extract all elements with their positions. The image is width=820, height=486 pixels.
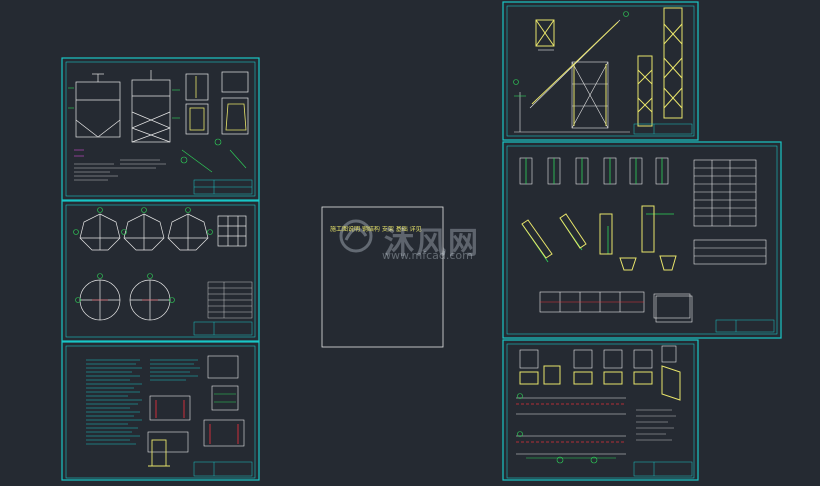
watermark-domain: www.mfcad.com bbox=[382, 249, 473, 262]
sheet-right-middle[interactable] bbox=[502, 141, 782, 339]
sheet-left-top[interactable] bbox=[61, 57, 260, 201]
watermark-brand: 沐风网 bbox=[384, 226, 480, 261]
center-sheet-note: 施工图说明 钢结构 支架 基础 详见 bbox=[330, 226, 422, 233]
sheet-right-top[interactable] bbox=[502, 1, 699, 141]
mf-logo-icon bbox=[339, 219, 373, 253]
sheet-right-bottom[interactable] bbox=[502, 339, 699, 481]
sheet-center-blank[interactable] bbox=[321, 206, 444, 348]
sheet-left-middle[interactable] bbox=[61, 200, 260, 342]
sheet-left-bottom[interactable] bbox=[61, 341, 260, 481]
